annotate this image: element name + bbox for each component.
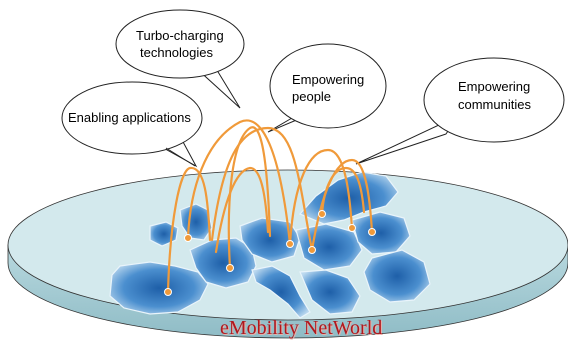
bubble-communities bbox=[355, 57, 565, 165]
bubble-communities-line1: Empowering bbox=[458, 79, 531, 94]
bubble-people-line2: people bbox=[292, 89, 332, 104]
footer-title: eMobility NetWorld bbox=[220, 317, 383, 339]
europe-map bbox=[109, 171, 431, 319]
bubble-turbo bbox=[115, 9, 245, 109]
bubble-people bbox=[267, 43, 387, 133]
bubble-communities-line2: communities bbox=[458, 97, 531, 112]
bubble-people-line1: Empowering bbox=[292, 72, 365, 87]
bubble-applications-text: Enabling applications bbox=[68, 110, 191, 125]
connection-arcs bbox=[166, 119, 374, 294]
bubble-turbo-line1: Turbo-charging bbox=[136, 28, 224, 43]
city-nodes bbox=[164, 210, 376, 296]
bubble-applications bbox=[61, 81, 203, 168]
bubble-turbo-line2: technologies bbox=[140, 45, 213, 60]
